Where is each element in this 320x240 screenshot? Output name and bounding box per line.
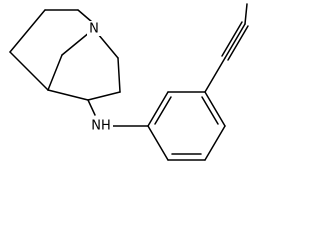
bond-top-bridge-right: [77, 9, 93, 23]
ring-bond-3: [204, 91, 226, 127]
ring-double-1: [154, 96, 172, 125]
bond-ring-to-alkyne: [204, 57, 226, 93]
bond-ring-bottom: [47, 89, 89, 101]
amine-nh-label: NH: [91, 119, 111, 134]
ring-nitrogen-label: N: [89, 22, 99, 37]
quinuclidine-cage: [9, 9, 121, 101]
triple-bond-center: [224, 23, 246, 59]
bond-left-upper: [9, 9, 46, 53]
bond-ring-right: [117, 57, 121, 93]
bond-left-lower: [9, 51, 49, 91]
atom-labels: N NH: [87, 21, 113, 134]
bond-inner-upper: [61, 31, 91, 56]
ring-bond-1: [147, 91, 169, 127]
benzene-ring: [147, 91, 226, 161]
terminal-alkyne-stub: [244, 3, 248, 25]
bond-bottom-right: [87, 91, 121, 101]
bond-ring-to-nh: [87, 99, 96, 116]
bond-n-right: [97, 33, 119, 59]
triple-bond-right: [227, 25, 249, 61]
amine-nh-bg: [89, 117, 113, 133]
ethynyl-group: [204, 3, 249, 93]
ring-nitrogen-bg: [87, 21, 102, 36]
molecule-structure: N NH: [9, 3, 249, 161]
bond-inner-lower: [47, 54, 63, 91]
amine-linkage: [87, 99, 149, 127]
ring-bond-4: [204, 125, 226, 161]
ring-bond-6: [147, 125, 169, 161]
triple-bond-left: [221, 21, 243, 57]
ring-double-2: [201, 96, 219, 125]
